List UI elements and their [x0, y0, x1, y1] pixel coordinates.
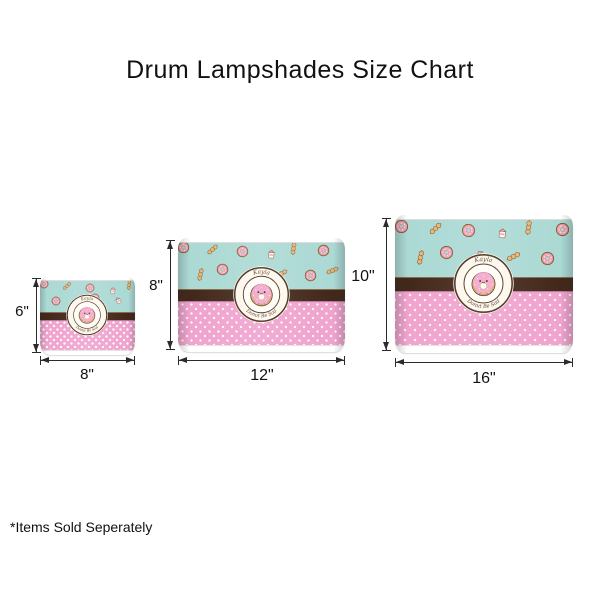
sweets-pattern-icon [554, 221, 570, 237]
lampshade-medium-top-rim [178, 238, 345, 243]
sweets-pattern-icon [63, 281, 71, 290]
sweets-pattern-icon [316, 244, 330, 258]
sweets-pattern-icon [40, 280, 51, 290]
sweets-pattern-icon [193, 267, 207, 281]
height-dimension-label-large: 10" [351, 268, 375, 285]
sweets-pattern-icon [268, 250, 275, 259]
sweets-pattern-icon [302, 267, 318, 283]
lampshade-small-bottom-rim [40, 350, 135, 355]
lampshade-large: Kayla Donut Be Sad [395, 215, 573, 353]
sweets-pattern-icon [50, 295, 61, 307]
donut-illustration [250, 283, 273, 307]
width-dimension-label-large: 16" [472, 370, 496, 387]
sweets-pattern-icon [207, 244, 218, 256]
lampshade-medium-bottom-rim [178, 345, 345, 352]
sweets-pattern-icon [538, 249, 556, 268]
sweets-pattern-icon [412, 249, 429, 266]
sweets-pattern-icon [215, 262, 230, 276]
badge-name-text: Kayla [252, 269, 272, 277]
lampshade-small-top-rim [40, 276, 135, 281]
width-arrow-small [40, 356, 135, 365]
badge-name-text: Kayla [79, 295, 94, 301]
sweets-pattern-icon [286, 242, 301, 256]
page-title: Drum Lampshades Size Chart [126, 56, 474, 84]
height-arrow-large [382, 218, 391, 351]
badge-name-text: Kayla [473, 256, 494, 265]
lampshade-large-bottom-rim [395, 345, 573, 353]
lampshade-small: Kayla Donut Be Sad [40, 276, 135, 355]
sweets-pattern-icon [520, 219, 537, 236]
sweets-pattern-icon [429, 222, 441, 235]
monogram-badge: Kayla Donut Be Sad [233, 266, 290, 323]
monogram-badge: Kayla Donut Be Sad [453, 253, 514, 314]
donut-illustration [471, 272, 496, 297]
sweets-pattern-icon [498, 227, 506, 239]
sweets-pattern-icon [123, 280, 135, 290]
width-arrow-large [395, 358, 573, 367]
sweets-pattern-icon [395, 219, 411, 236]
lampshade-medium: Kayla Donut Be Sad [178, 238, 345, 352]
sweets-pattern-icon [178, 242, 192, 256]
sweets-pattern-icon [234, 243, 251, 260]
height-dimension-label-small: 6" [15, 303, 29, 320]
width-dimension-label-medium: 12" [250, 367, 274, 384]
width-arrow-medium [178, 356, 345, 365]
donut-illustration [78, 307, 96, 324]
height-arrow-small [32, 278, 41, 353]
sweets-pattern-icon [114, 296, 122, 305]
height-dimension-label-medium: 8" [149, 277, 163, 294]
sweets-pattern-icon [326, 263, 340, 277]
sweets-pattern-icon [459, 221, 478, 240]
width-dimension-label-small: 8" [80, 366, 94, 383]
lampshade-large-top-rim [395, 215, 573, 220]
monogram-badge: Kayla Donut Be Sad [66, 294, 108, 336]
height-arrow-medium [166, 240, 175, 350]
footnote-text: *Items Sold Seperately [10, 519, 153, 535]
